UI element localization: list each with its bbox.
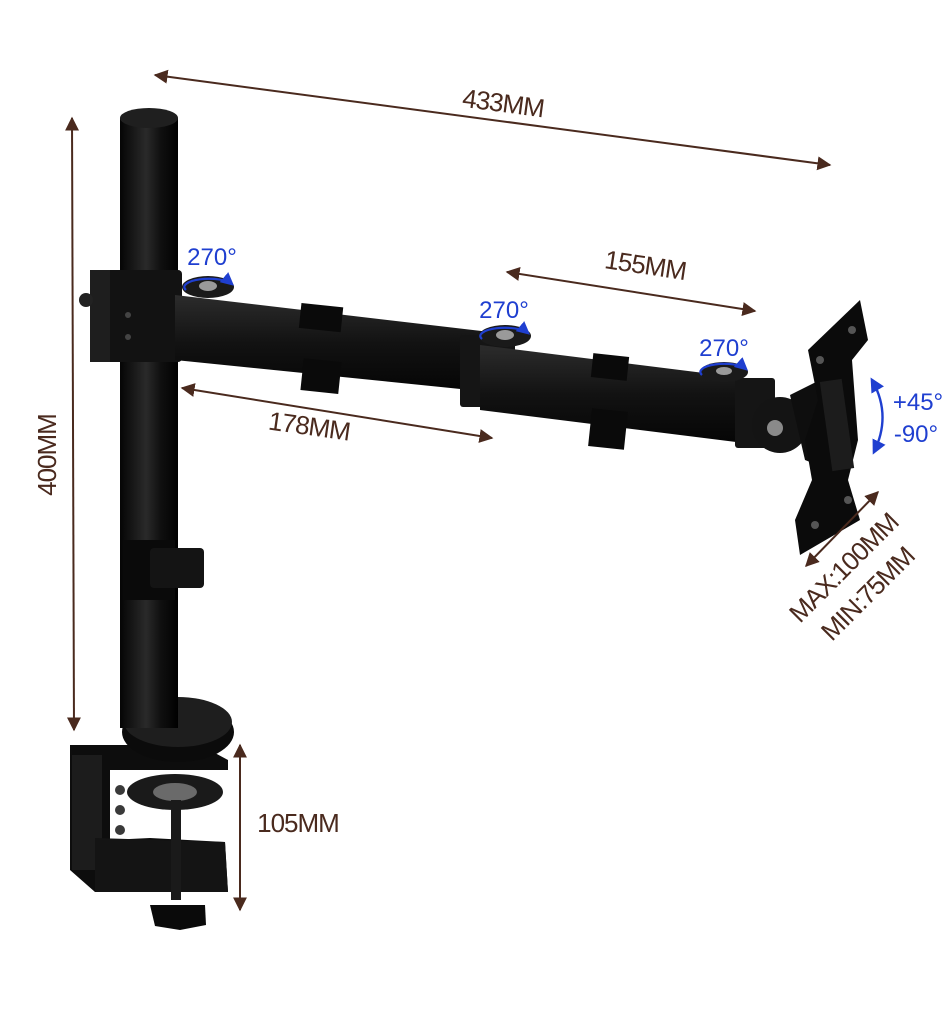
dim-line-inner-arm [180, 383, 494, 443]
label-tilt-up: +45° [893, 389, 943, 416]
dim-line-total-reach [153, 69, 832, 171]
label-outer-arm: 155MM [603, 244, 688, 286]
monitor-arm-product [70, 108, 868, 930]
dimension-lines [65, 69, 879, 912]
rotation-middle-joint: 270° [479, 297, 531, 340]
label-rotation-pole: 270° [187, 244, 237, 271]
rotation-indicators: 270° 270° 270° +45° -90° [183, 244, 943, 455]
label-tilt-down: -90° [894, 421, 938, 448]
tilt-indicator: +45° -90° [870, 377, 943, 455]
rotation-pole-joint: 270° [183, 244, 237, 291]
rotation-head-joint: 270° [699, 335, 749, 376]
inner-arm [175, 276, 490, 395]
label-inner-arm: 178MM [267, 406, 352, 447]
rotation-arrow-icon [183, 272, 235, 291]
tilt-arrow-icon [870, 377, 886, 455]
label-clamp: 105MM [257, 808, 339, 838]
pole [120, 108, 204, 728]
rotation-arrow-icon [699, 357, 748, 376]
dim-line-outer-arm [505, 267, 757, 316]
pole-collar [79, 270, 182, 362]
desk-clamp [70, 745, 228, 930]
label-height: 400MM [32, 414, 62, 496]
label-rotation-head: 270° [699, 335, 749, 362]
dim-line-vesa [805, 490, 879, 568]
outer-arm [480, 345, 760, 450]
label-rotation-middle: 270° [479, 297, 529, 324]
dim-line-height [65, 116, 81, 732]
cable-clip [150, 548, 204, 588]
rotation-arrow-icon [479, 321, 531, 340]
